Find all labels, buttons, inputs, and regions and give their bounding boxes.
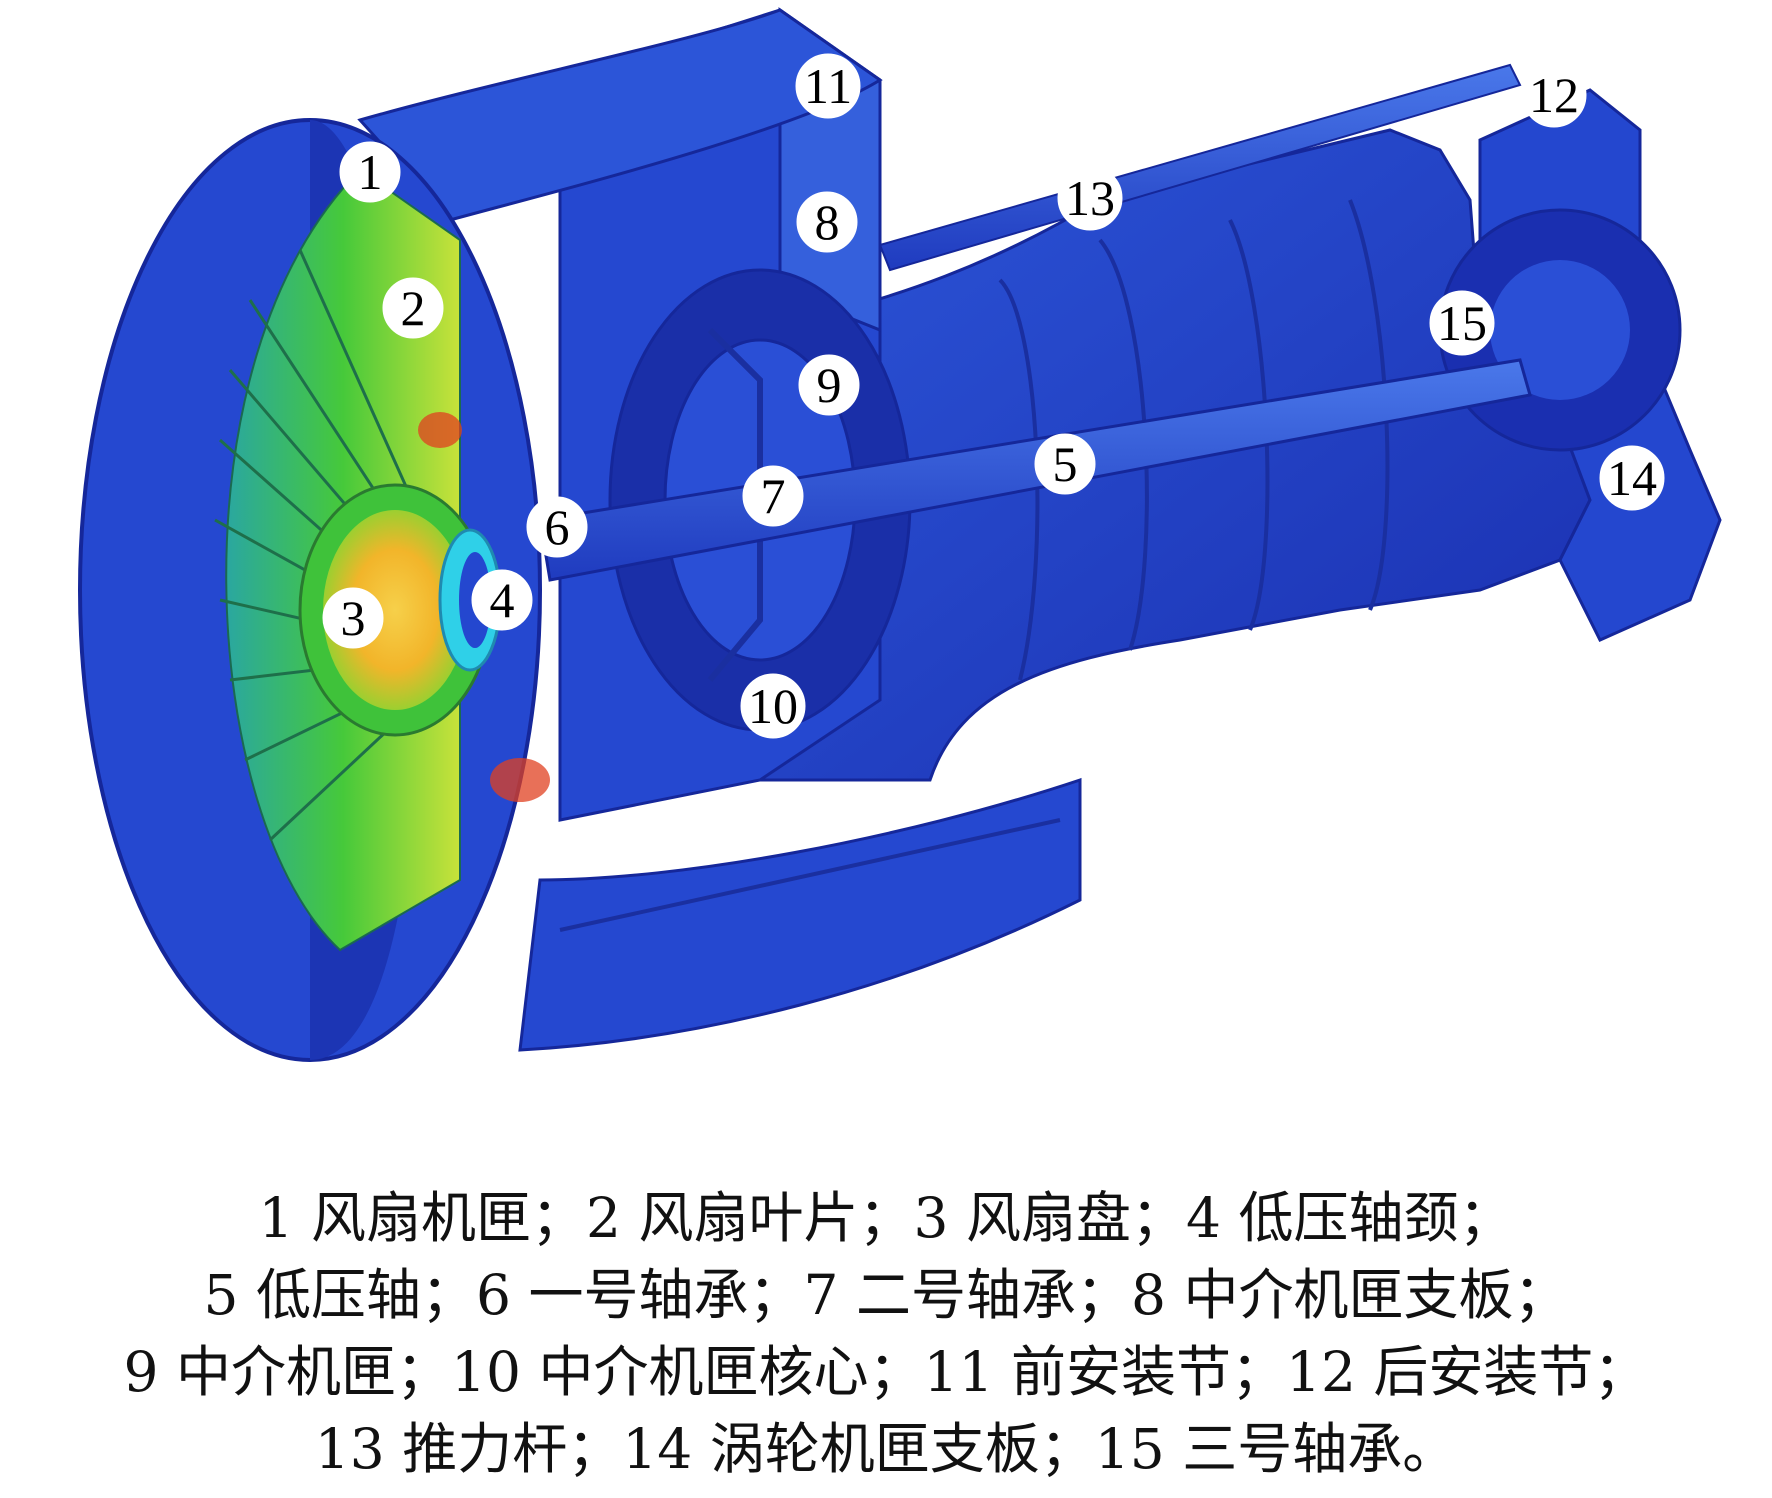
svg-text:4: 4: [490, 572, 515, 628]
svg-text:13: 13: [1065, 170, 1115, 226]
callout-2: 2: [382, 277, 444, 339]
callout-8: 8: [796, 191, 858, 253]
turbine-rear-frame: [1438, 88, 1722, 642]
low-pressure-shaft: [538, 358, 1532, 582]
svg-text:3: 3: [341, 590, 366, 646]
callout-11: 11: [795, 53, 861, 119]
engine-cutaway-illustration: 1 2 3 4 5 6 7 8 9 10 11 12 13 14 15: [78, 7, 1722, 1062]
callout-12: 12: [1521, 62, 1587, 128]
legend-line-2: 5 低压轴；6 一号轴承；7 二号轴承；8 中介机匣支板；: [203, 1263, 1569, 1327]
svg-text:12: 12: [1529, 67, 1579, 123]
svg-text:5: 5: [1053, 436, 1078, 492]
callout-14: 14: [1599, 445, 1665, 511]
callout-13: 13: [1057, 165, 1123, 231]
svg-text:2: 2: [401, 280, 426, 336]
callouts: 1 2 3 4 5 6 7 8 9 10 11 12 13 14 15: [322, 53, 1665, 739]
svg-text:11: 11: [804, 58, 852, 114]
thrust-rod: [878, 63, 1522, 272]
callout-10: 10: [740, 673, 806, 739]
svg-text:9: 9: [817, 357, 842, 413]
callout-6: 6: [526, 496, 588, 558]
legend-line-4: 13 推力杆；14 涡轮机匣支板；15 三号轴承。: [314, 1417, 1458, 1481]
figure-legend: 1 风扇机匣；2 风扇叶片；3 风扇盘；4 低压轴颈； 5 低压轴；6 一号轴承…: [0, 1180, 1772, 1498]
engine-fe-model-figure: 1 2 3 4 5 6 7 8 9 10 11 12 13 14 15: [78, 7, 1722, 1062]
callout-4: 4: [471, 569, 533, 631]
callout-9: 9: [798, 354, 860, 416]
callout-7: 7: [742, 465, 804, 527]
callout-3: 3: [322, 587, 384, 649]
svg-text:7: 7: [761, 468, 786, 524]
legend-line-3: 9 中介机匣；10 中介机匣核心；11 前安装节；12 后安装节；: [123, 1340, 1649, 1404]
legend-line-1: 1 风扇机匣；2 风扇叶片；3 风扇盘；4 低压轴颈；: [258, 1186, 1514, 1250]
svg-text:14: 14: [1607, 450, 1657, 506]
callout-5: 5: [1034, 433, 1096, 495]
svg-text:15: 15: [1437, 295, 1487, 351]
svg-text:6: 6: [545, 499, 570, 555]
svg-text:10: 10: [748, 678, 798, 734]
fan-disk: [298, 483, 502, 737]
callout-1: 1: [339, 141, 401, 203]
svg-text:1: 1: [358, 144, 383, 200]
svg-text:8: 8: [815, 194, 840, 250]
callout-15: 15: [1429, 290, 1495, 356]
